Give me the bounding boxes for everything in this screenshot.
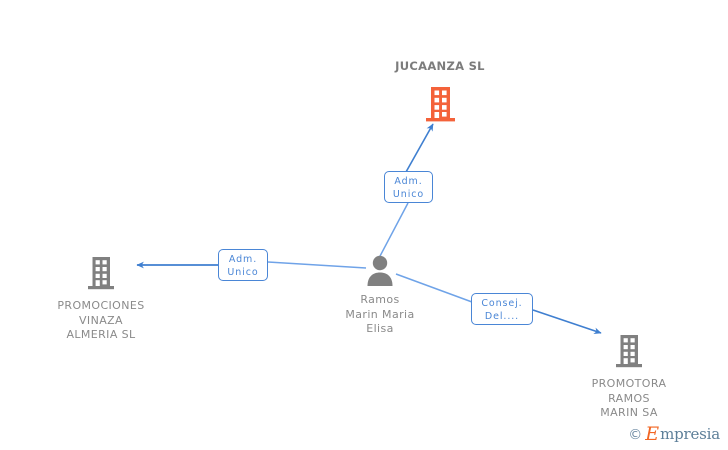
node-person[interactable]: Ramos Marin Maria Elisa [320,255,440,337]
copyright-icon: © [628,426,643,443]
node-person-label: Ramos Marin Maria Elisa [345,293,415,335]
edge-label-adm-unico-left[interactable]: Adm. Unico [218,249,268,281]
page-title: JUCAANZA SL [395,59,485,73]
edge-label-adm-unico-root[interactable]: Adm. Unico [384,171,433,203]
person-icon [320,255,440,290]
node-left-company-label: PROMOCIONES VINAZA ALMERIA SL [57,299,145,341]
empresia-watermark: © E mpresia [628,425,720,444]
edge-line-root-arrow [405,123,434,173]
edge-line-person-root-lower [378,202,409,259]
building-icon [568,333,690,373]
node-bottom-company-label: PROMOTORA RAMOS MARIN SA [591,377,667,419]
brand-name: mpresia [660,425,720,443]
node-bottom-company[interactable]: PROMOTORA RAMOS MARIN SA [568,333,690,421]
building-icon [40,255,162,295]
edge-line-bottom-arrow [532,309,602,335]
node-left-company[interactable]: PROMOCIONES VINAZA ALMERIA SL [40,255,162,343]
building-icon [370,85,510,127]
node-root-company[interactable]: JUCAANZA SL [370,59,510,127]
edge-label-consej-del[interactable]: Consej. Del.... [471,293,533,325]
brand-initial: E [645,423,660,445]
